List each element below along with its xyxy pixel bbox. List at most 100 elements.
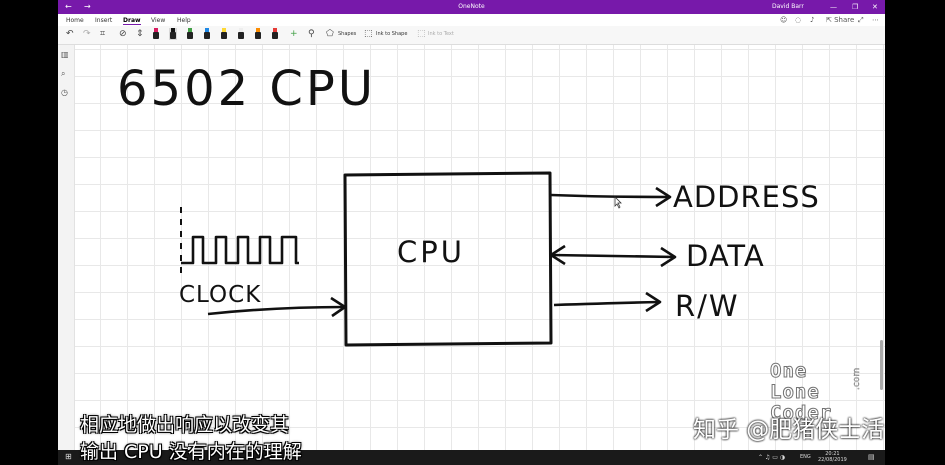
ruler-icon[interactable]: ⚲ <box>308 29 315 39</box>
fullscreen-icon[interactable]: ⤢ <box>858 16 864 24</box>
close-button[interactable]: ✕ <box>872 3 878 11</box>
undo-icon[interactable]: ↶ <box>66 29 74 39</box>
clock-arrowhead <box>330 296 347 318</box>
add-space-icon[interactable]: ⇕ <box>136 29 144 39</box>
rw-arrowhead <box>645 291 662 313</box>
ink-drawing: 6502 CPU CPU CLOCK ADDRESS DATA R/W <box>117 61 820 347</box>
cpu-label: CPU <box>397 235 465 269</box>
forward-arrow-icon[interactable]: → <box>84 2 91 11</box>
windows-taskbar: ⊞ ⌃ ♫ ▭ ◑ ENG 20:21 22/08/2019 ▤ <box>58 450 885 465</box>
pen-tip <box>256 28 260 32</box>
page-title: 6502 CPU <box>117 61 376 117</box>
pen-1[interactable] <box>152 28 160 40</box>
taskbar-clock[interactable]: 20:21 22/08/2019 <box>818 451 847 463</box>
rw-arrow <box>553 300 661 307</box>
pen-body <box>221 32 227 39</box>
zhihu-watermark: 知乎 @肥猪侠士活 <box>693 417 885 443</box>
back-arrow-icon[interactable]: ← <box>65 2 72 11</box>
watermark-lone: Lone <box>770 381 820 404</box>
maximize-button[interactable]: ❐ <box>852 3 859 11</box>
tab-insert[interactable]: Insert <box>95 17 113 24</box>
pen-body <box>170 32 176 39</box>
tab-draw[interactable]: Draw <box>123 17 141 25</box>
tab-home[interactable]: Home <box>66 17 84 24</box>
bell-icon[interactable]: ♪ <box>810 16 815 24</box>
input-language[interactable]: ENG <box>800 454 811 460</box>
ink-to-text-button[interactable]: Ink to Text <box>428 31 454 37</box>
windows-start-icon[interactable]: ⊞ <box>65 452 72 461</box>
onelonecoder-watermark: One Lone Coder .com <box>769 360 870 425</box>
redo-icon[interactable]: ↷ <box>83 29 91 39</box>
pen-tip <box>171 28 175 32</box>
data-arrowhead-left <box>549 244 566 266</box>
draw-toolbar: ↶ ↷ ⌗ ⊘ ⇕ + ⚲ ⬠ Shapes ⬚ Ink to Shape ⬚ … <box>58 26 885 45</box>
watermark-one: One <box>769 360 808 383</box>
system-tray-icons[interactable]: ⌃ ♫ ▭ ◑ <box>758 454 786 461</box>
watermark-coder: Coder <box>769 402 833 425</box>
eraser-icon[interactable]: ⊘ <box>119 29 127 39</box>
address-arrow <box>550 193 671 199</box>
subtitle-line-1: 相应地做出响应以改变其 <box>80 414 290 436</box>
shapes-icon[interactable]: ⬠ <box>326 29 334 39</box>
cpu-box <box>343 171 553 347</box>
pen-body <box>153 32 159 39</box>
watermark-com: .com <box>852 367 862 390</box>
subtitle-line-2: 输出 CPU 没有内在的理解 <box>80 441 302 463</box>
taskbar-date: 22/08/2019 <box>818 457 847 463</box>
user-name[interactable]: David Barr <box>772 3 804 10</box>
clock-arrow <box>207 305 346 316</box>
notifications-icon[interactable]: ▤ <box>868 453 875 461</box>
title-bar: ← → OneNote David Barr — ❐ ✕ <box>58 0 885 14</box>
rw-label: R/W <box>675 289 740 323</box>
navigation-sidebar: ▥ ⌕ ◷ <box>58 45 75 450</box>
address-arrowhead <box>655 186 672 208</box>
pen-5[interactable] <box>220 28 228 40</box>
mouse-cursor-icon <box>614 196 622 209</box>
add-pen-icon[interactable]: + <box>290 29 298 39</box>
lightbulb-icon[interactable]: ◌ <box>795 16 802 24</box>
tab-view[interactable]: View <box>151 17 166 24</box>
taskbar-time: 20:21 <box>825 451 840 457</box>
pen-tip <box>222 28 226 32</box>
share-label: Share <box>834 16 855 24</box>
more-options-icon[interactable]: ⋯ <box>872 16 879 24</box>
notebooks-icon[interactable]: ▥ <box>61 50 69 59</box>
pen-body <box>255 32 261 39</box>
share-button[interactable]: ⇱ Share <box>826 16 855 24</box>
shapes-button[interactable]: Shapes <box>338 31 357 37</box>
onenote-window: ← → OneNote David Barr — ❐ ✕ Home Insert… <box>58 0 885 450</box>
pen-body <box>238 32 244 39</box>
pen-body <box>187 32 193 39</box>
window-title: OneNote <box>458 3 485 10</box>
vertical-scrollbar[interactable] <box>880 340 883 390</box>
clock-waveform <box>181 235 299 265</box>
data-label: DATA <box>686 239 765 273</box>
pen-7[interactable] <box>254 28 262 40</box>
pen-tip <box>154 28 158 32</box>
pen-tip <box>239 28 243 32</box>
recent-icon[interactable]: ◷ <box>61 88 68 97</box>
pen-4[interactable] <box>203 28 211 40</box>
pen-6[interactable] <box>237 28 245 40</box>
pen-3[interactable] <box>186 28 194 40</box>
data-arrowhead-right <box>660 246 677 268</box>
activity-icon[interactable]: ☺ <box>780 16 788 24</box>
search-icon[interactable]: ⌕ <box>61 69 66 78</box>
lasso-select-icon[interactable]: ⌗ <box>100 29 106 39</box>
minimize-button[interactable]: — <box>830 3 837 11</box>
pen-2[interactable] <box>169 28 177 40</box>
pen-tip <box>273 28 277 32</box>
pen-tip <box>188 28 192 32</box>
clock-label: CLOCK <box>179 282 261 308</box>
data-arrow <box>550 253 676 259</box>
pen-tip <box>205 28 209 32</box>
ink-to-text-icon[interactable]: ⬚ <box>417 29 426 39</box>
pen-body <box>204 32 210 39</box>
address-label: ADDRESS <box>673 180 820 214</box>
ink-to-shape-button[interactable]: Ink to Shape <box>376 31 408 37</box>
pen-8[interactable] <box>271 28 279 40</box>
ribbon-tabs: Home Insert Draw View Help ☺ ◌ ♪ ⇱ Share… <box>58 14 885 26</box>
note-canvas[interactable]: 6502 CPU CPU CLOCK ADDRESS DATA R/W <box>75 45 885 450</box>
ink-to-shape-icon[interactable]: ⬚ <box>364 29 373 39</box>
tab-help[interactable]: Help <box>177 17 191 24</box>
